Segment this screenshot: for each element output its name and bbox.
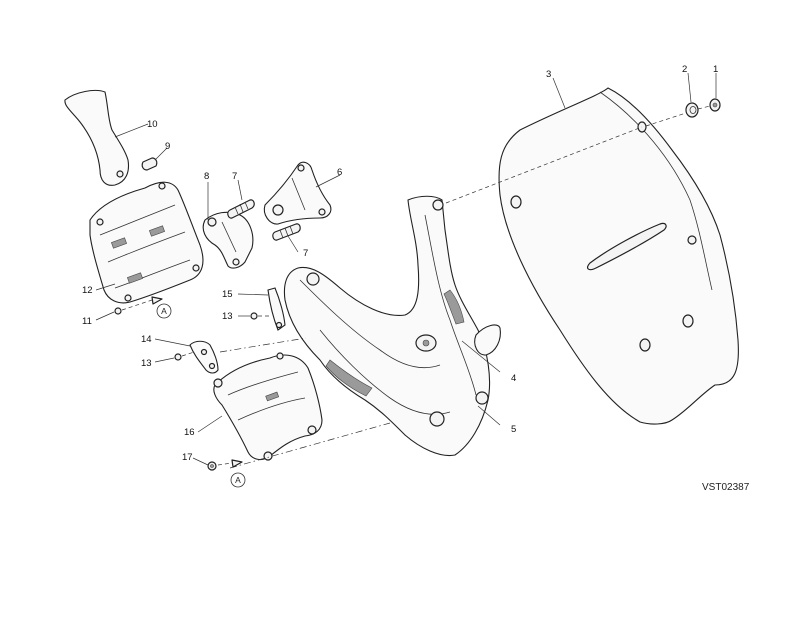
part-screw-17 <box>207 461 217 471</box>
part-stud-lower <box>272 223 301 241</box>
assembly-line-16-to-frame <box>229 422 391 469</box>
callout-1: 1 <box>713 64 718 75</box>
assembly-line-screw-13-lower <box>181 351 195 357</box>
part-stud-upper <box>227 199 255 219</box>
leader-lines <box>95 72 717 466</box>
callout-17: 17 <box>182 452 193 463</box>
arrow-head-a-lower <box>231 459 243 468</box>
assembly-line-screw-11 <box>121 299 153 311</box>
assembly-line-windscreen <box>445 126 643 204</box>
assembly-line-grommet <box>645 112 687 127</box>
callout-9: 9 <box>165 141 170 152</box>
callout-13-lower: 13 <box>141 358 152 369</box>
part-bracket-6 <box>263 161 332 225</box>
callout-11: 11 <box>82 316 92 327</box>
part-screw-13-lower <box>174 353 182 361</box>
drawing-code: VST02387 <box>702 482 750 493</box>
part-screw-1 <box>709 98 721 112</box>
part-cover <box>64 89 130 186</box>
part-screw-11 <box>114 307 122 315</box>
callout-7-upper: 7 <box>232 171 237 182</box>
part-bracket-15 <box>267 287 286 331</box>
part-bracket-8 <box>202 211 254 269</box>
callout-5: 5 <box>511 424 516 435</box>
callout-15: 15 <box>222 289 233 300</box>
assembly-line-screw-17 <box>217 462 233 466</box>
part-headlight-support-frame <box>283 195 491 457</box>
part-control-unit-holder-16 <box>213 352 323 461</box>
part-grommet <box>685 102 699 118</box>
reference-mark-a-upper: A <box>156 303 172 319</box>
reference-mark-a-lower-label: A <box>235 475 241 485</box>
part-windscreen <box>498 87 739 425</box>
part-bracket-14 <box>189 340 219 374</box>
callout-14: 14 <box>141 334 152 345</box>
callout-16: 16 <box>184 427 195 438</box>
reference-mark-a-upper-label: A <box>161 306 167 316</box>
part-screw-13-upper <box>250 312 258 320</box>
part-control-unit-holder-12 <box>89 181 204 304</box>
callout-6: 6 <box>337 167 342 178</box>
callout-3: 3 <box>546 69 551 80</box>
callout-2: 2 <box>682 64 687 75</box>
callout-13-upper: 13 <box>222 311 233 322</box>
reference-mark-a-lower: A <box>230 472 246 488</box>
part-cap <box>141 157 158 171</box>
assembly-line-14-to-frame <box>219 337 307 353</box>
callout-12: 12 <box>82 285 93 296</box>
callout-7-lower: 7 <box>303 248 308 259</box>
callout-4: 4 <box>511 373 516 384</box>
arrow-head-a-upper <box>151 296 163 305</box>
part-pad <box>474 324 501 356</box>
callout-10: 10 <box>147 119 158 130</box>
assembly-line-screw-1 <box>697 105 711 110</box>
callout-8: 8 <box>204 171 209 182</box>
